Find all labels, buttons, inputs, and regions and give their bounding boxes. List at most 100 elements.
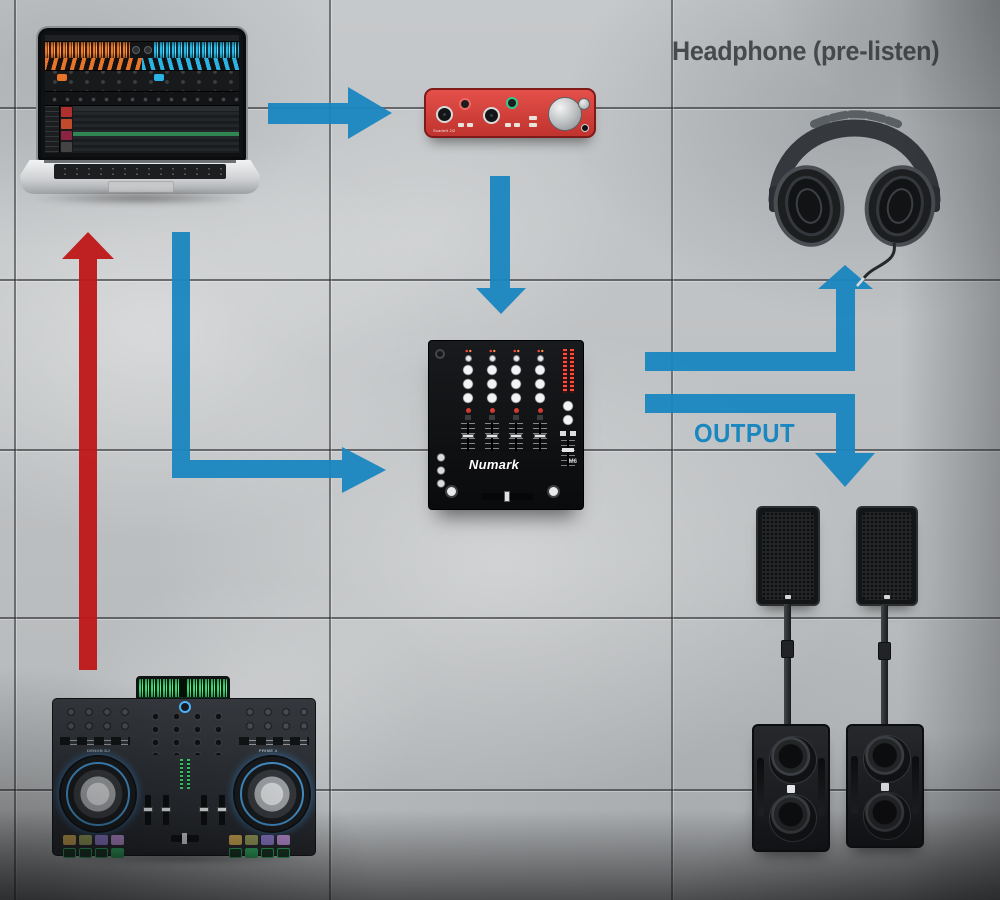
- pa-speaker-right: [856, 506, 918, 606]
- laptop-keyboard-deck: [20, 160, 260, 194]
- level-meter: [178, 759, 192, 789]
- album-art: [61, 107, 72, 117]
- performance-pads-right: [229, 835, 290, 858]
- pad: [111, 835, 124, 845]
- channel-fader: [533, 423, 547, 451]
- beatgrid-row: [45, 58, 239, 70]
- channel-fader: [217, 795, 227, 825]
- cue-button: [489, 408, 495, 413]
- deck-waveforms: [45, 42, 239, 58]
- track-list: [73, 106, 239, 153]
- cable-plug: [856, 277, 865, 287]
- deck-a-badge: [56, 74, 67, 81]
- track-list-header: [73, 106, 239, 111]
- pad: [277, 835, 290, 845]
- software-fx-row: [45, 91, 239, 105]
- screen-waveform-right: [186, 679, 227, 697]
- dj-controller: DENON DJ PRIME 4: [52, 676, 316, 858]
- speaker-pole-right: [881, 605, 888, 727]
- headphone-cable: [862, 242, 896, 279]
- monitor-knob: [548, 97, 582, 131]
- master-knob: [547, 485, 560, 498]
- jog-wheel-left: [61, 757, 135, 831]
- album-art: [61, 130, 72, 141]
- beat-markers-b: [142, 58, 239, 70]
- pole-clamp-left: [781, 640, 794, 658]
- pad: [79, 835, 92, 845]
- jog-wheel-right: [235, 757, 309, 831]
- eq-knobs: [509, 363, 523, 405]
- subwoofer-vent: [912, 756, 919, 814]
- speaker-pole-left: [784, 604, 791, 728]
- vu-right: [569, 349, 574, 393]
- mixer-mic-column: [435, 349, 449, 499]
- arrow-controller-to-laptop: [62, 232, 114, 670]
- controller-mixer-section: [139, 701, 231, 853]
- pa-speaker-left: [756, 506, 820, 606]
- subwoofer-left: [752, 724, 830, 852]
- arrow-interface-to-mixer: [476, 176, 526, 314]
- headphone-volume-knob: [578, 98, 590, 110]
- deck-platters: [130, 42, 154, 58]
- booth-knob: [445, 485, 458, 498]
- platter-icon: [143, 46, 152, 54]
- inst-button: [458, 123, 464, 127]
- subwoofer-right: [846, 724, 924, 848]
- pad: [63, 835, 76, 845]
- pad: [111, 848, 124, 858]
- pad: [63, 848, 76, 858]
- pad: [261, 848, 274, 858]
- mixer-master-section: [557, 349, 579, 466]
- deck-a-waveform: [45, 42, 131, 58]
- combo-input-2: [483, 107, 500, 124]
- pad: [95, 835, 108, 845]
- pole-clamp-right: [878, 642, 891, 660]
- trim-knob: [464, 355, 472, 362]
- subwoofer-vent: [851, 756, 858, 814]
- pad: [245, 848, 258, 858]
- pitch-sliders-left: [60, 737, 130, 745]
- deck-b-waveform: [153, 42, 239, 58]
- output-label: OUTPUT: [694, 418, 796, 448]
- inst-button: [505, 123, 511, 127]
- air-button: [467, 123, 473, 127]
- browser-tree: [45, 106, 60, 153]
- album-art: [61, 142, 72, 152]
- deck-b-badge: [153, 74, 164, 81]
- woofer: [769, 736, 817, 784]
- platter-icon: [132, 46, 141, 54]
- direct-monitor-button: [529, 123, 537, 127]
- laptop: [20, 28, 260, 196]
- performance-pads-left: [63, 835, 124, 858]
- cue-button: [465, 408, 471, 413]
- channel-fader: [461, 423, 475, 451]
- subwoofer-vent: [757, 758, 764, 816]
- eq-knobs: [485, 363, 499, 405]
- meter-left: [180, 759, 183, 789]
- interface-brand-label: Scarlett 2i2: [433, 128, 456, 133]
- software-toolbar: [45, 35, 239, 42]
- subwoofer-logo: [787, 785, 795, 793]
- screen-waveforms: [139, 679, 227, 697]
- crossfader: [481, 491, 533, 502]
- vu-left: [562, 349, 567, 393]
- input-switch: [465, 415, 471, 420]
- pad: [261, 835, 274, 845]
- master-knobs: [561, 399, 575, 427]
- channel-led: [464, 349, 472, 353]
- screen-waveform-gap: [179, 679, 187, 697]
- gain-knob-2: [506, 97, 518, 109]
- dj-software-ui: [45, 35, 239, 153]
- mixer-model-logo: M6: [568, 459, 577, 465]
- channel-eq-knobs: [143, 709, 227, 755]
- channel-led: [536, 349, 544, 353]
- screen-waveform-left: [139, 679, 180, 697]
- trim-knob: [488, 355, 496, 362]
- input-switch: [537, 415, 543, 420]
- headphone-label: Headphone (pre-listen): [672, 36, 940, 66]
- input-switch: [489, 415, 495, 420]
- channel-fader: [199, 795, 209, 825]
- software-mixer-row: [45, 70, 239, 91]
- mic-input: [435, 349, 445, 359]
- meter-right: [187, 759, 190, 789]
